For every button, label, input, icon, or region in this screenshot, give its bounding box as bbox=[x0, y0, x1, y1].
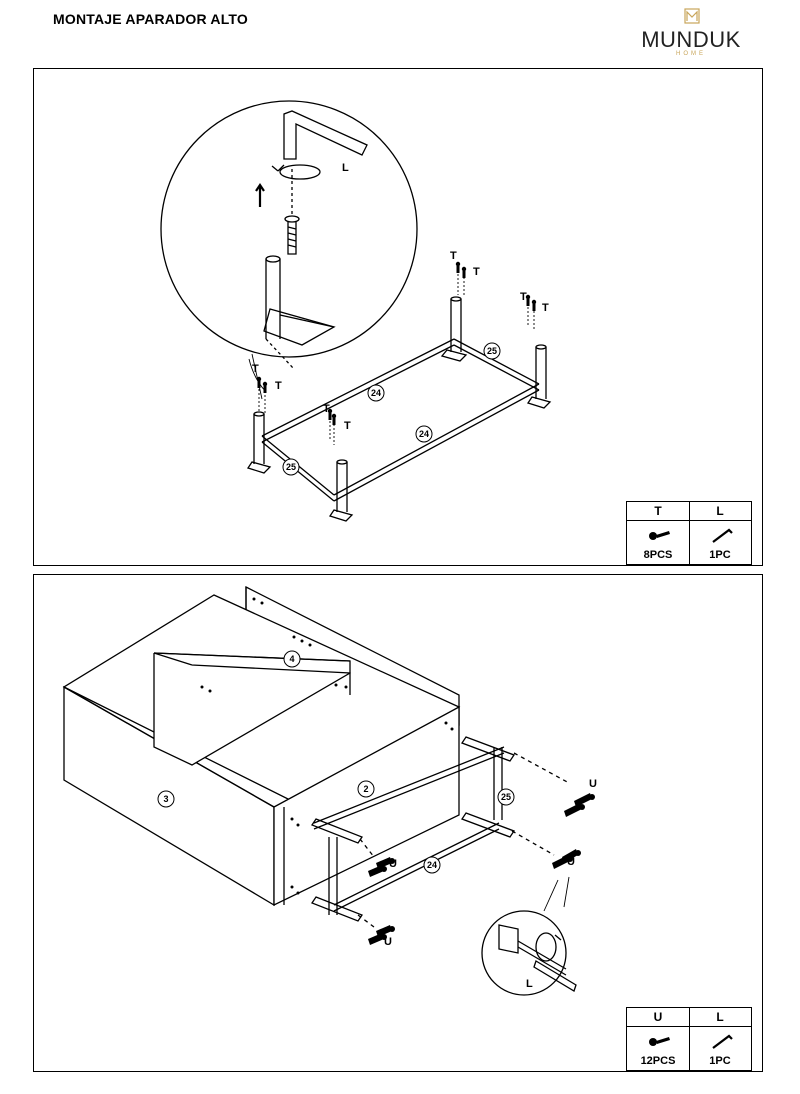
brand-name: MUNDUK bbox=[641, 27, 741, 52]
legend-code: T bbox=[627, 502, 689, 521]
screw-icon bbox=[649, 1037, 670, 1046]
screw-letter: T bbox=[520, 291, 527, 303]
part-label: 4 bbox=[289, 654, 294, 664]
legend-cell-screw: U 12PCS bbox=[627, 1008, 690, 1070]
screw-letter: T bbox=[252, 363, 259, 375]
legend-code: L bbox=[689, 502, 751, 521]
screw-letter: U bbox=[384, 936, 392, 948]
step-2-panel: 4 3 2 25 24 U U U U L U 12PCS L 1PC bbox=[33, 574, 763, 1072]
legend-quantity: 1PC bbox=[709, 1055, 731, 1067]
screw-letter: U bbox=[389, 858, 397, 870]
brand-tagline: HOME bbox=[676, 51, 706, 57]
allen-key-letter: L bbox=[342, 162, 349, 174]
legend-code: L bbox=[689, 1008, 751, 1027]
detail-magnifier-circle bbox=[160, 100, 418, 358]
allen-key-icon bbox=[712, 1034, 733, 1049]
detail-zoom-circle bbox=[481, 910, 567, 996]
screw-letter: T bbox=[450, 250, 457, 262]
allen-key-icon bbox=[712, 528, 733, 543]
screw-letter: U bbox=[567, 856, 575, 868]
screw-letter: T bbox=[542, 302, 549, 314]
allen-key-letter: L bbox=[526, 978, 533, 990]
screw-letter: U bbox=[589, 778, 597, 790]
part-label: 25 bbox=[501, 792, 511, 802]
part-label: 25 bbox=[487, 346, 497, 356]
part-label: 3 bbox=[163, 794, 168, 804]
step-1-illustration: 24 24 25 25 L T T T T T T T T bbox=[160, 100, 552, 522]
step-2-illustration: 4 3 2 25 24 U U U U L bbox=[62, 585, 597, 996]
screw-letter: T bbox=[275, 380, 282, 392]
legend-cell-allen-key: L 1PC bbox=[689, 1008, 751, 1070]
legend-cell-screw: T 8PCS bbox=[627, 502, 690, 564]
screw-letter: T bbox=[323, 403, 330, 415]
brand-logo: MUNDUK HOME bbox=[636, 8, 746, 60]
legend-quantity: 1PC bbox=[709, 549, 731, 561]
part-label: 2 bbox=[363, 784, 368, 794]
screw-icon bbox=[649, 531, 670, 540]
legend-quantity: 12PCS bbox=[640, 1055, 676, 1067]
step-2-hardware-legend: U 12PCS L 1PC bbox=[626, 1007, 752, 1071]
step-1-hardware-legend: T 8PCS L 1PC bbox=[626, 501, 752, 565]
part-label: 24 bbox=[427, 860, 437, 870]
part-label: 24 bbox=[419, 429, 429, 439]
brand-mark-icon bbox=[684, 8, 700, 24]
screw-letter: T bbox=[344, 420, 351, 432]
part-label: 24 bbox=[371, 388, 381, 398]
step-1-panel: 24 24 25 25 L T T T T T T T T T 8PCS L bbox=[33, 68, 763, 566]
document-title: MONTAJE APARADOR ALTO bbox=[53, 11, 249, 27]
legend-cell-allen-key: L 1PC bbox=[689, 502, 751, 564]
screw-letter: T bbox=[473, 266, 480, 278]
part-label: 25 bbox=[286, 462, 296, 472]
legend-code: U bbox=[627, 1008, 689, 1027]
legend-quantity: 8PCS bbox=[643, 549, 673, 561]
